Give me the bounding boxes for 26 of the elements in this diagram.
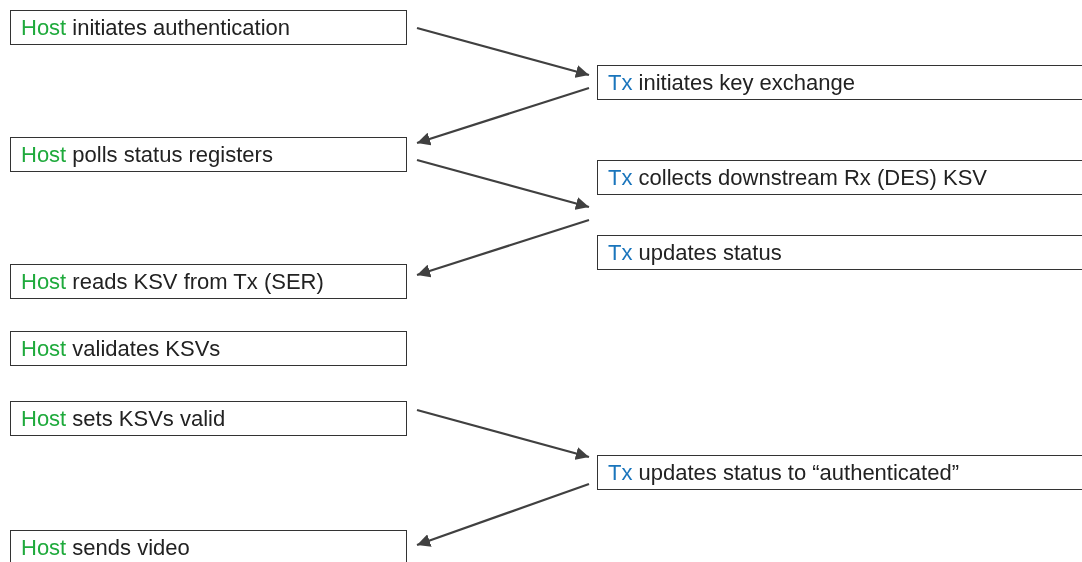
step-box (10, 137, 407, 172)
step-box (597, 455, 1082, 490)
step-text: Host sends video (21, 535, 191, 561)
step-text: Host reads KSV from Tx (SER) (21, 269, 325, 295)
step-box (10, 264, 407, 299)
step-box (10, 331, 407, 366)
step-text: Host initiates authentication (21, 15, 292, 41)
step-text: Tx updates status (608, 240, 783, 266)
step-box (597, 235, 1082, 270)
arrow (416, 218, 590, 278)
step-box (10, 401, 407, 436)
arrow (416, 86, 590, 146)
arrow (416, 158, 590, 210)
step-text: Host sets KSVs valid (21, 406, 227, 432)
arrow (416, 408, 590, 460)
arrow (416, 26, 590, 78)
step-text: Tx updates status to “authenticated” (608, 460, 960, 486)
step-box (10, 10, 407, 45)
arrow (416, 482, 590, 547)
step-box (597, 65, 1082, 100)
step-text: Host polls status registers (21, 142, 274, 168)
step-box (10, 530, 407, 562)
step-text: Tx collects downstream Rx (DES) KSV (608, 165, 988, 191)
step-text: Tx initiates key exchange (608, 70, 857, 96)
step-box (597, 160, 1082, 195)
step-text: Host validates KSVs (21, 336, 222, 362)
